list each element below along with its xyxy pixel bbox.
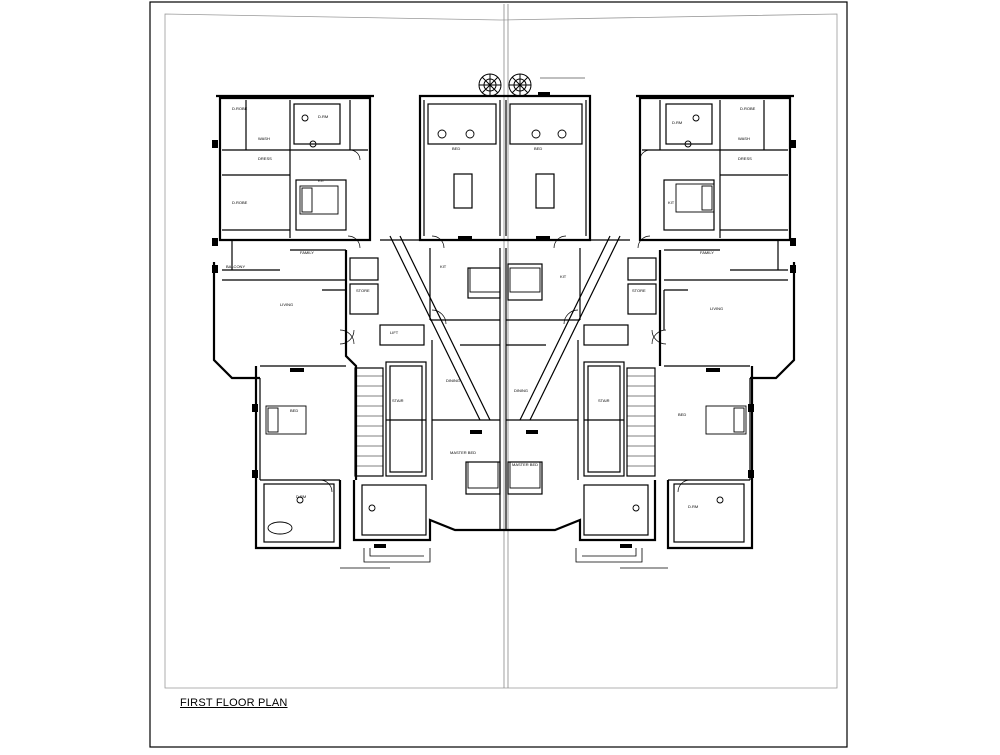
room-label: STAIR (392, 398, 404, 403)
door-swings (319, 149, 691, 493)
room-label: D.ROBE (232, 106, 248, 111)
room-label: WASH (738, 136, 750, 141)
stair-left-icon (354, 367, 384, 477)
room-label: DRESS (258, 156, 272, 161)
room-label: FAMILY (700, 250, 714, 255)
tree-icon (478, 73, 502, 97)
room-label: KIT (560, 274, 567, 279)
room-label: STORE (356, 288, 370, 293)
room-label: D.ROBE (740, 106, 756, 111)
stair-right-icon (626, 367, 656, 477)
room-label: MASTER BED (512, 462, 538, 467)
room-label: BED (678, 412, 686, 417)
room-label: BALCONY (226, 264, 245, 269)
inner-walls (222, 100, 788, 543)
room-label: DINING (446, 378, 460, 383)
room-label: D.RM (672, 120, 682, 125)
room-label: MASTER BED (450, 450, 476, 455)
room-label: KIT (440, 264, 447, 269)
room-label: D.RM (296, 494, 306, 499)
sheet-border (149, 1, 848, 748)
room-label: STORE (632, 288, 646, 293)
plot-boundary (164, 13, 838, 689)
room-label: DRESS (738, 156, 752, 161)
room-label: LIVING (280, 302, 293, 307)
room-label: LIVING (710, 306, 723, 311)
toilet-icon (267, 114, 724, 535)
room-label: KIT (668, 200, 675, 205)
room-label: BED (452, 146, 460, 151)
tree-icon (508, 73, 532, 97)
room-label: D.RM (688, 504, 698, 509)
room-label: BED (534, 146, 542, 151)
room-label: DINING (514, 388, 528, 393)
room-label: LIFT (390, 330, 399, 335)
room-label: KIT (318, 178, 325, 183)
room-label: D.ROBE (232, 200, 248, 205)
drawing-title: FIRST FLOOR PLAN (180, 697, 288, 709)
room-label: FAMILY (300, 250, 314, 255)
window-markers (212, 92, 796, 548)
bed-icon (265, 183, 747, 489)
entrance-steps (340, 548, 668, 569)
room-label: WASH (258, 136, 270, 141)
room-label: D.RM (318, 114, 328, 119)
room-label: BED (290, 408, 298, 413)
room-label: STAIR (598, 398, 610, 403)
